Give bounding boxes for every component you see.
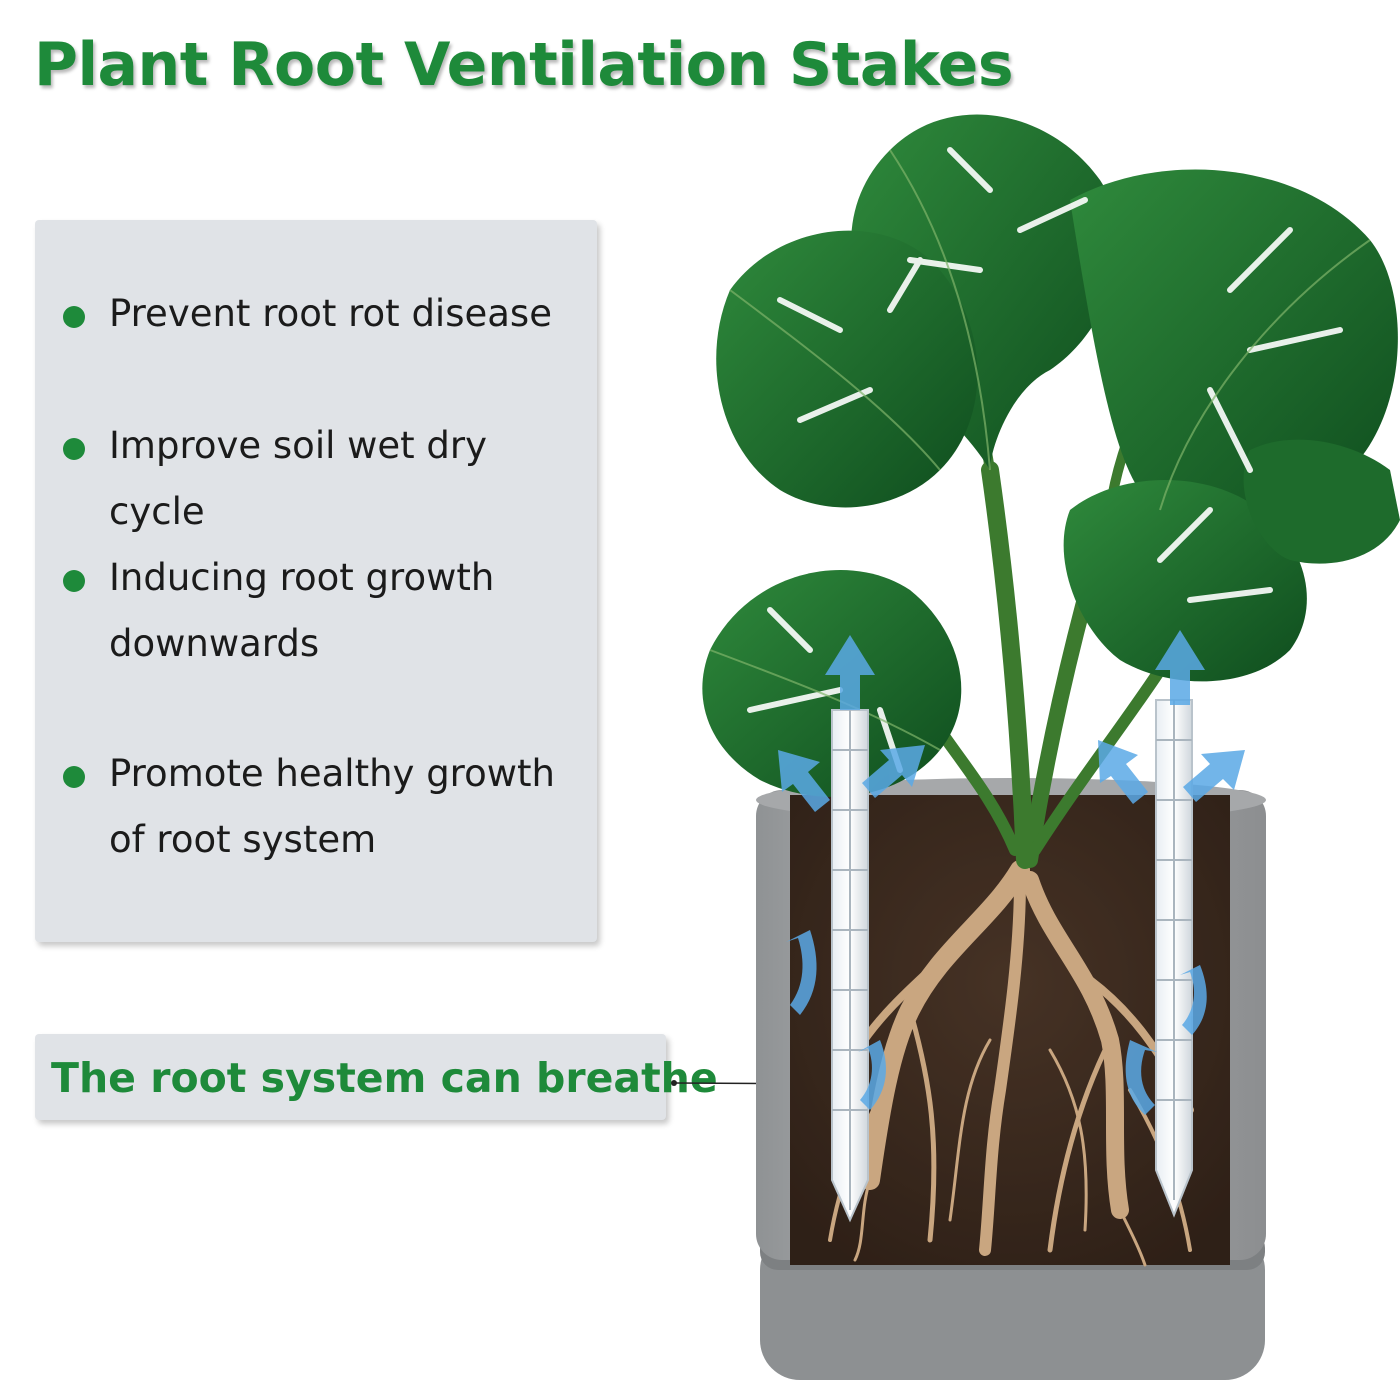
ventilation-stake-right xyxy=(1155,699,1193,1218)
roots xyxy=(828,860,1194,1267)
page-title: Plant Root Ventilation Stakes xyxy=(34,30,1014,100)
green-dot-icon xyxy=(63,766,85,788)
plant-illustration xyxy=(690,90,1400,1400)
green-dot-icon xyxy=(63,438,85,460)
feature-text: Prevent root rot disease xyxy=(109,292,552,335)
ventilation-stake-left xyxy=(831,709,869,1223)
green-dot-icon xyxy=(63,306,85,328)
feature-text: Improve soil wet dry cycle xyxy=(109,424,488,533)
features-panel: Prevent root rot disease Improve soil we… xyxy=(35,220,597,942)
feature-text: Promote healthy growth of root system xyxy=(109,752,555,861)
monstera-leaves xyxy=(702,114,1400,797)
callout-text: The root system can breathe xyxy=(51,1054,718,1102)
callout-box: The root system can breathe xyxy=(35,1034,718,1120)
green-dot-icon xyxy=(63,570,85,592)
feature-text: Inducing root growth downwards xyxy=(109,556,495,665)
blue-arrow-icon xyxy=(778,630,1245,1115)
